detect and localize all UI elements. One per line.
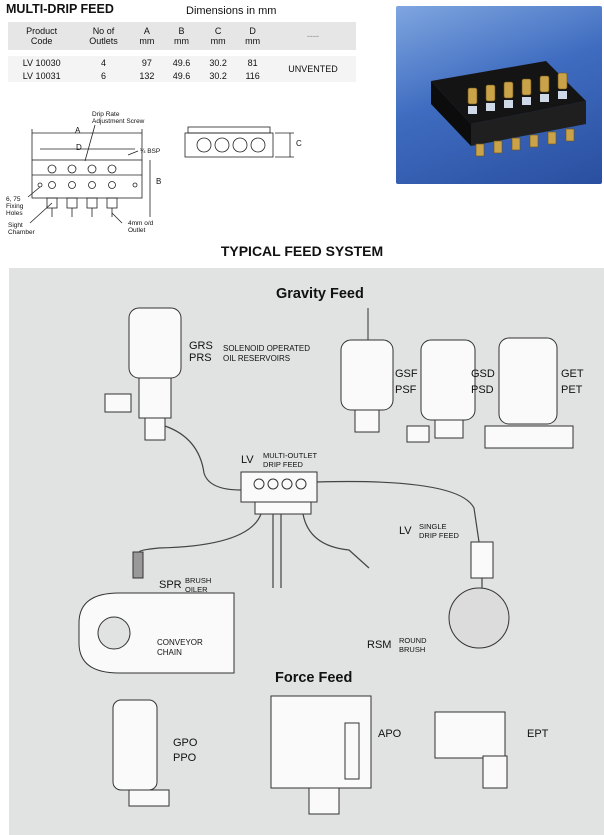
cell-d: 81	[237, 56, 268, 69]
cell-code: LV 10030	[8, 56, 76, 69]
lv-single-label: LV	[399, 525, 412, 537]
cell-outlets: 6	[77, 69, 130, 82]
spr-label: SPR	[159, 579, 182, 591]
psd-label: PSD	[471, 384, 494, 396]
dim-b-label: B	[156, 177, 162, 186]
gsd-reservoir-icon	[420, 339, 476, 421]
dim-a-label: A	[75, 126, 81, 135]
ppo-label: PPO	[173, 752, 197, 764]
gsd-label: GSD	[471, 368, 495, 380]
cell-c: 30.2	[200, 56, 236, 69]
force-feed-title: Force Feed	[275, 670, 353, 686]
round-brush-icon	[448, 587, 510, 649]
single-drip-feed-icon	[470, 541, 494, 579]
ept-label: EPT	[527, 728, 549, 740]
prs-label: PRS	[189, 352, 212, 364]
dim-c-label: C	[296, 139, 302, 148]
rsm-label: RSM	[367, 639, 392, 651]
cell-unvented: UNVENTED	[269, 56, 356, 82]
feed-system-panel: Gravity Feed Force Feed GRS PRS SOLENOID…	[9, 268, 604, 835]
gsf-reservoir-icon	[340, 339, 394, 411]
page-title: MULTI-DRIP FEED	[6, 2, 114, 16]
ept-icon	[434, 711, 506, 759]
table-row: LV 10031 6 132 49.6 30.2 116	[8, 69, 356, 82]
grs-label: GRS	[189, 340, 213, 352]
psf-label: PSF	[395, 384, 417, 396]
cell-code: LV 10031	[8, 69, 76, 82]
table-row: LV 10030 4 97 49.6 30.2 81 UNVENTED	[8, 56, 356, 82]
cell-c: 30.2	[200, 69, 236, 82]
solenoid-reservoir-icon	[128, 307, 182, 379]
gravity-feed-title: Gravity Feed	[276, 286, 364, 302]
conveyor-chain-icon	[78, 592, 235, 674]
gpo-label: GPO	[173, 737, 198, 749]
gsf-label: GSF	[395, 368, 418, 380]
get-label: GET	[561, 368, 584, 380]
multi-drip-feed-image	[431, 61, 586, 157]
pet-label: PET	[561, 384, 583, 396]
cell-outlets: 4	[77, 56, 130, 69]
dim-d-label: D	[76, 143, 82, 152]
bsp-label: ¼ BSP	[140, 148, 161, 155]
cell-d: 116	[237, 69, 268, 82]
product-photo	[396, 6, 602, 184]
get-reservoir-icon	[498, 337, 558, 425]
cell-a: 97	[131, 56, 163, 69]
dimensions-note: Dimensions in mm	[186, 5, 277, 17]
lv-multi-label: LV	[241, 454, 254, 466]
feed-system-diagram	[78, 307, 574, 815]
cell-b: 49.6	[164, 69, 199, 82]
cell-b: 49.6	[164, 56, 199, 69]
apo-label: APO	[378, 728, 402, 740]
gpo-icon	[112, 699, 158, 791]
section-heading: TYPICAL FEED SYSTEM	[220, 243, 384, 259]
dimension-drawing	[27, 124, 294, 224]
cell-a: 132	[131, 69, 163, 82]
col-header-vent: ----	[269, 22, 356, 50]
